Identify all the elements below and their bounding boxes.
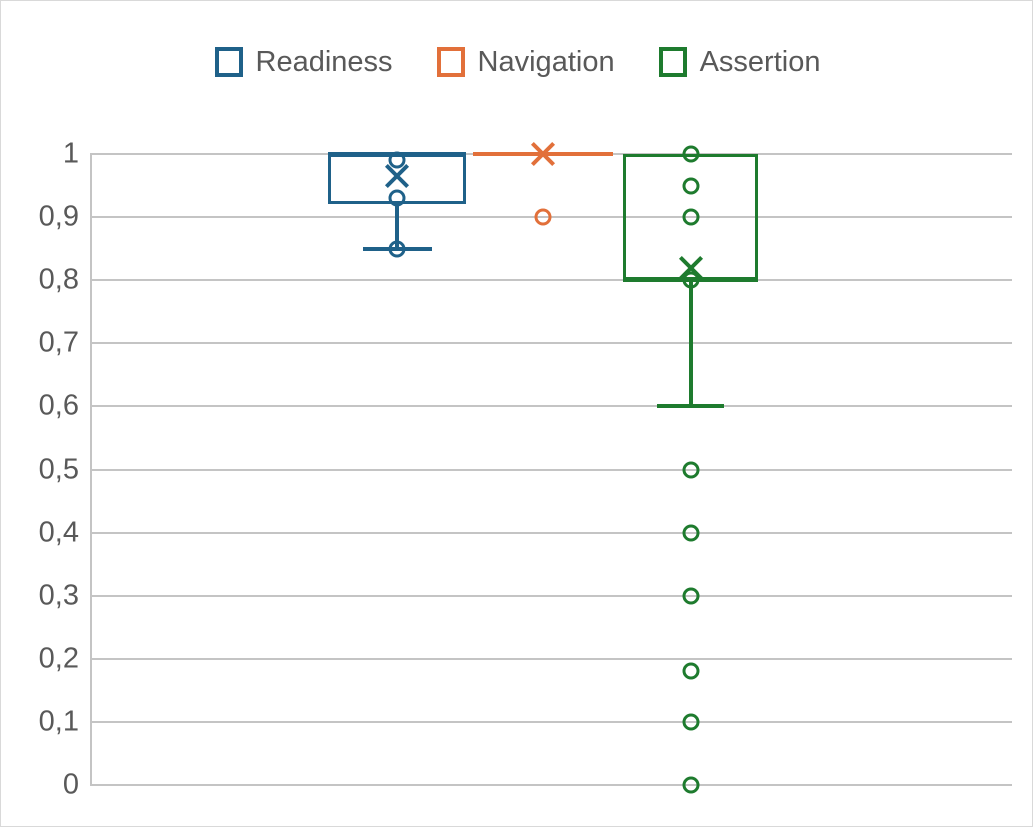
gridline — [90, 720, 1012, 723]
plot-area — [90, 153, 1012, 786]
gridline — [90, 405, 1012, 408]
gridline — [90, 216, 1012, 219]
y-axis-tick-label: 1 — [62, 137, 79, 170]
y-axis-tick-label: 0,5 — [38, 453, 79, 485]
legend-swatch-navigation — [436, 47, 465, 77]
gridline — [90, 279, 1012, 282]
y-axis-tick-label: 0,6 — [38, 389, 79, 422]
legend-item-navigation[interactable]: Navigation — [436, 45, 615, 78]
y-axis-tick-label: 0,4 — [38, 516, 79, 549]
y-axis-labels: 0 0,1 0,2 0,3 0,4 0,5 0,6 0,7 0,8 0,9 1 — [1, 139, 79, 799]
y-axis-tick-label: 0 — [62, 768, 79, 801]
gridline — [90, 153, 1012, 155]
y-axis-tick-label: 0,3 — [38, 579, 79, 612]
legend-item-readiness[interactable]: Readiness — [214, 45, 393, 78]
chart-legend: Readiness Navigation Assertion — [1, 45, 1032, 78]
gridline — [90, 594, 1012, 597]
legend-label-readiness: Readiness — [255, 45, 393, 78]
y-axis-tick-label: 0,2 — [38, 642, 79, 675]
gridline — [90, 342, 1012, 345]
gridline — [90, 657, 1012, 660]
legend-label-assertion: Assertion — [699, 45, 821, 78]
gridline — [90, 531, 1012, 534]
legend-swatch-readiness — [214, 47, 243, 77]
y-axis-tick-label: 0,1 — [38, 705, 79, 738]
legend-item-assertion[interactable]: Assertion — [658, 45, 821, 78]
y-axis-tick-label: 0,9 — [38, 200, 79, 233]
y-axis-tick-label: 0,8 — [38, 263, 79, 296]
y-axis-tick-label: 0,7 — [38, 326, 79, 359]
gridline — [90, 784, 1012, 786]
legend-label-navigation: Navigation — [477, 45, 615, 78]
gridline — [90, 468, 1012, 471]
legend-swatch-assertion — [658, 47, 687, 77]
